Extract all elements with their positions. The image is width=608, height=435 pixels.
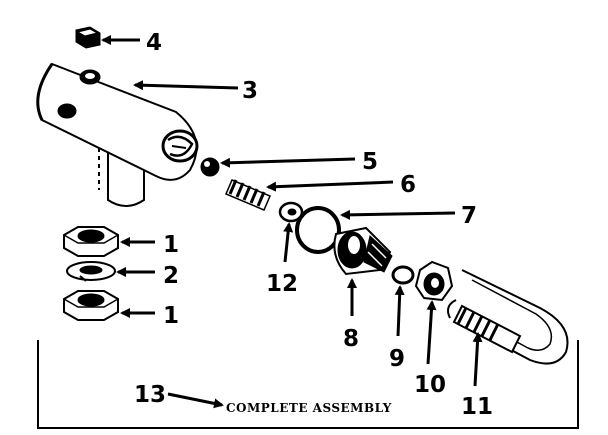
- leader-11: [472, 332, 483, 387]
- leader-12: [283, 222, 294, 263]
- callout-11: 11: [461, 394, 493, 420]
- part-11-eye-bolt: [447, 269, 569, 365]
- leader-10: [426, 300, 437, 365]
- callout-6: 6: [400, 172, 416, 198]
- callout-4: 4: [146, 30, 162, 56]
- leader-7: [340, 209, 456, 220]
- part-10-hex-nut: [414, 260, 454, 302]
- callout-7: 7: [461, 203, 477, 229]
- callout-9: 9: [389, 346, 405, 372]
- part-3-housing: [36, 62, 199, 207]
- part-6-spring: [225, 179, 271, 211]
- callout-10: 10: [414, 372, 446, 398]
- assembly-bracket: [37, 340, 579, 429]
- leader-9: [394, 285, 405, 337]
- callout-3: 3: [242, 78, 258, 104]
- callout-1-upper: 1: [163, 232, 179, 258]
- part-12-small-washer: [278, 201, 304, 223]
- callout-13: 13: [134, 382, 166, 408]
- leader-3: [133, 80, 239, 91]
- callout-8: 8: [343, 326, 359, 352]
- part-5-ball: [200, 157, 220, 177]
- callout-1-lower: 1: [163, 303, 179, 329]
- part-8-valve-seat: [333, 226, 393, 276]
- leader-5: [220, 157, 356, 168]
- part-9-small-ring: [391, 265, 415, 285]
- part-2-washer: [66, 261, 116, 282]
- leader-13: [167, 392, 224, 409]
- callout-5: 5: [362, 149, 378, 175]
- part-4-set-screw: [75, 26, 101, 49]
- assembly-caption: COMPLETE ASSEMBLY: [226, 401, 392, 415]
- callout-12: 12: [266, 271, 298, 297]
- leader-6: [266, 180, 394, 192]
- part-1-hex-nut-lower: [63, 290, 119, 321]
- callout-2: 2: [163, 263, 179, 289]
- part-7-gasket: [295, 206, 341, 254]
- part-1-hex-nut-upper: [63, 226, 119, 257]
